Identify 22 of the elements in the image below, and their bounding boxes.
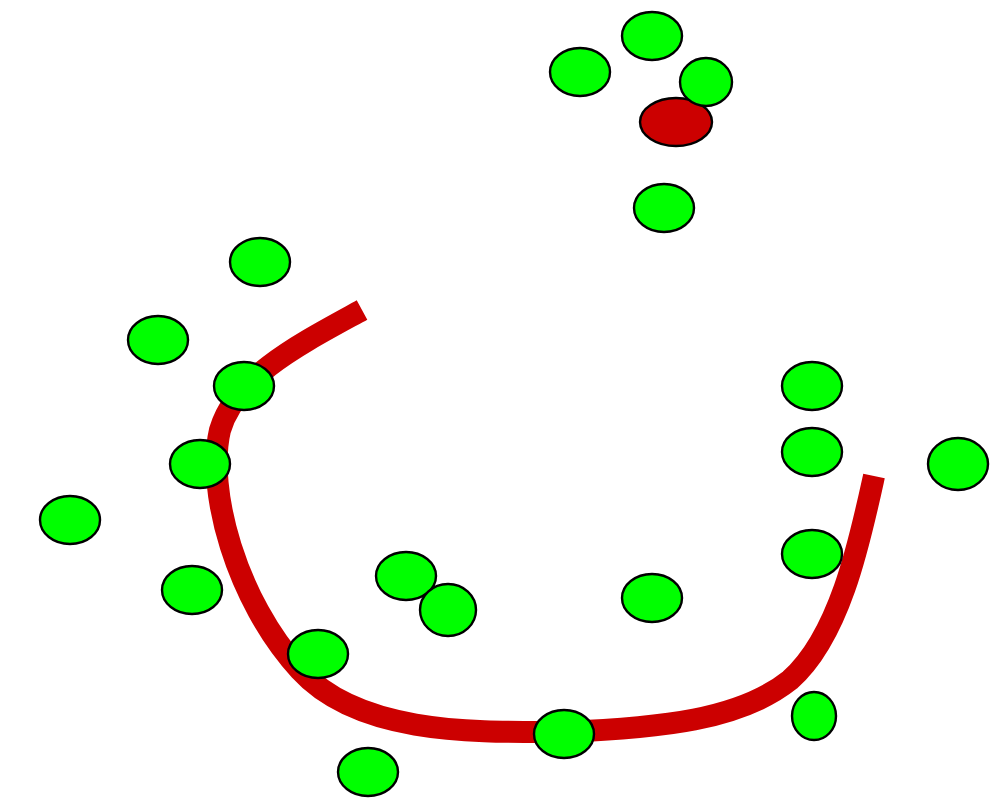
dot [780, 426, 844, 478]
dot [548, 46, 612, 98]
dot [168, 438, 232, 490]
dot [418, 582, 478, 638]
dot [632, 182, 696, 234]
dot [620, 10, 684, 62]
dot [286, 628, 350, 680]
dot [374, 550, 438, 602]
dot [228, 236, 292, 288]
dot [678, 56, 734, 108]
dot [336, 746, 400, 798]
dot [212, 360, 276, 412]
dot [160, 564, 224, 616]
dot [38, 494, 102, 546]
dot [926, 436, 990, 492]
dot [780, 360, 844, 412]
dot [790, 690, 838, 742]
dot [532, 708, 596, 760]
dot [780, 528, 844, 580]
dot [126, 314, 190, 366]
dot [620, 572, 684, 624]
dot [638, 96, 714, 148]
